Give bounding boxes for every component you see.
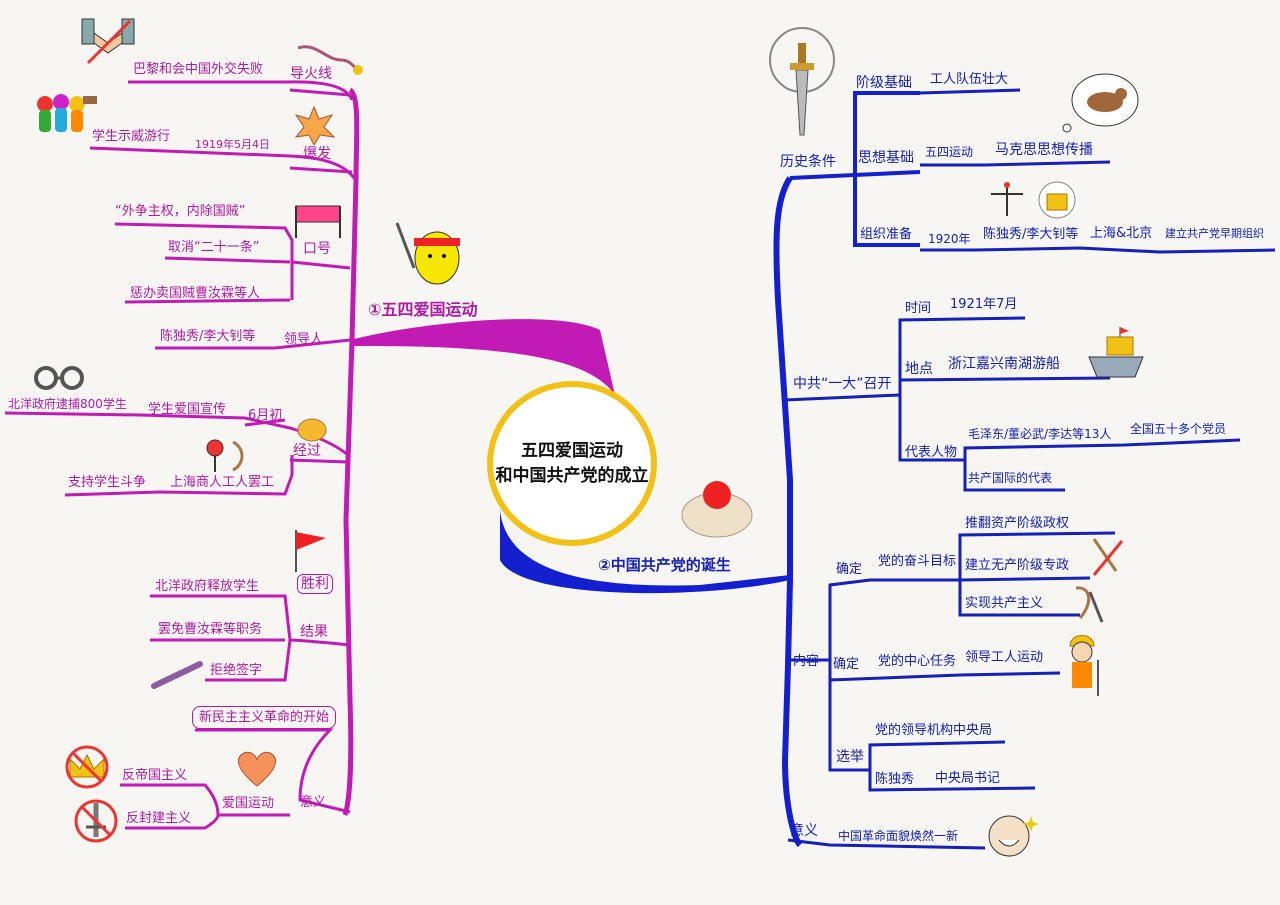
central-topic-line1: 五四爱国运动 xyxy=(521,440,623,461)
org-prep-people: 陈独秀/李大钊等 xyxy=(983,227,1079,242)
no-crown-icon xyxy=(65,745,109,789)
boat-icon xyxy=(1088,327,1144,378)
fuse-label[interactable]: 导火线 xyxy=(290,66,332,82)
process-label[interactable]: 经过 xyxy=(293,443,321,459)
outbreak-event: 学生示威游行 xyxy=(92,129,171,144)
red-flag-icon xyxy=(295,530,326,572)
significance-label[interactable]: 意义 xyxy=(300,795,327,810)
significance-beginning: 新民主主义革命的开始 xyxy=(192,706,337,729)
task-label[interactable]: 确定 xyxy=(833,657,860,672)
thought-basis-value: 马克思思想传播 xyxy=(995,142,1093,158)
congress-time-label[interactable]: 时间 xyxy=(905,301,932,316)
branch-may-fourth[interactable]: ①五四爱国运动 xyxy=(368,300,478,319)
student-character-icon xyxy=(395,222,460,285)
congress-place-value: 浙江嘉兴南湖游船 xyxy=(948,356,1060,372)
process-support: 支持学生斗争 xyxy=(68,475,147,490)
leader-value: 陈独秀/李大钊等 xyxy=(160,329,256,344)
smiley-icon xyxy=(988,815,1039,857)
significance-right-value: 中国革命面貌焕然一新 xyxy=(838,829,959,843)
tools-icon xyxy=(206,439,244,472)
result-label[interactable]: 结果 xyxy=(300,624,328,640)
crowd-icon xyxy=(37,94,97,132)
org-prep-year: 1920年 xyxy=(928,232,971,246)
significance-item-2: 反封建主义 xyxy=(126,811,192,826)
goal-sub: 党的奋斗目标 xyxy=(878,554,957,569)
congress-people-intl: 共产国际的代表 xyxy=(968,471,1053,485)
task-value: 领导工人运动 xyxy=(965,650,1044,665)
banner-icon xyxy=(295,205,341,238)
elect-role: 中央局书记 xyxy=(935,771,1001,786)
outbreak-date: 1919年5月4日 xyxy=(195,138,270,151)
explosion-icon xyxy=(294,105,336,145)
no-sword-icon xyxy=(74,799,118,843)
significance-item-1: 反帝国主义 xyxy=(122,768,188,783)
central-topic-line2: 和中国共产党的成立 xyxy=(495,465,649,486)
fist-icon xyxy=(297,418,327,442)
goal-item-1: 推翻资产阶级政权 xyxy=(965,516,1070,531)
org-prep-value: 建立共产党早期组织 xyxy=(1165,227,1264,240)
process-arrest: 北洋政府逮捕800学生 xyxy=(8,397,127,411)
thought-basis-movement: 五四运动 xyxy=(925,145,974,159)
central-topic[interactable]: 五四爱国运动 和中国共产党的成立 xyxy=(487,381,657,546)
sword-icon xyxy=(769,27,835,136)
thought-basis-label[interactable]: 思想基础 xyxy=(858,150,914,166)
goal-item-3: 实现共产主义 xyxy=(965,596,1044,611)
fuse-icon xyxy=(297,45,363,75)
branch-cpc-birth[interactable]: ②中国共产党的诞生 xyxy=(598,556,731,574)
goal-item-2: 建立无产阶级专政 xyxy=(965,558,1070,573)
elect-organ: 党的领导机构中央局 xyxy=(875,723,993,738)
congress-label[interactable]: 中共“一大”召开 xyxy=(793,376,892,392)
fuse-detail: 巴黎和会中国外交失败 xyxy=(133,62,264,77)
shovel-icon xyxy=(1075,586,1104,623)
org-prep-place: 上海&北京 xyxy=(1090,226,1153,241)
process-workers: 上海商人工人罢工 xyxy=(170,475,275,490)
task-sub: 党的中心任务 xyxy=(878,654,957,669)
slogan-item-2: 取消“二十一条” xyxy=(168,240,260,255)
leader-label[interactable]: 领导人 xyxy=(284,332,324,347)
horse-thought-icon xyxy=(1062,73,1139,133)
history-label[interactable]: 历史条件 xyxy=(780,154,836,170)
org-prep-label[interactable]: 组织准备 xyxy=(860,227,913,242)
content-label[interactable]: 内容 xyxy=(793,654,820,669)
process-students: 学生爱国宣传 xyxy=(148,402,227,417)
elect-person: 陈独秀 xyxy=(875,772,915,787)
scale-icon xyxy=(991,182,1023,216)
result-victory: 胜利 xyxy=(297,574,333,594)
congress-place-label[interactable]: 地点 xyxy=(905,361,933,377)
elect-label[interactable]: 选举 xyxy=(836,749,864,765)
handcuffs-icon xyxy=(34,366,84,390)
hatching-egg-icon xyxy=(681,481,753,538)
congress-people-label[interactable]: 代表人物 xyxy=(905,445,958,460)
slogan-item-1: “外争主权，内除国贼” xyxy=(115,204,246,219)
process-june: 6月初 xyxy=(248,408,283,423)
result-item-1: 北洋政府释放学生 xyxy=(155,579,260,594)
pen-icon xyxy=(151,661,203,689)
outbreak-label[interactable]: 爆发 xyxy=(303,146,331,162)
slogan-item-3: 惩办卖国贼曹汝霖等人 xyxy=(130,286,261,301)
goal-label[interactable]: 确定 xyxy=(836,562,863,577)
significance-patriotic: 爱国运动 xyxy=(222,796,275,811)
congress-people-value: 毛泽东/董必武/李达等13人 xyxy=(968,427,1112,441)
slogan-label[interactable]: 口号 xyxy=(303,241,331,257)
heart-icon xyxy=(237,751,277,787)
class-basis-value: 工人队伍壮大 xyxy=(930,72,1009,87)
no-shovel-icon xyxy=(1092,538,1124,576)
result-item-2: 罢免曹汝霖等职务 xyxy=(158,622,263,637)
worker-icon xyxy=(1069,635,1099,696)
result-item-3: 拒绝签字 xyxy=(210,663,263,678)
congress-time-value: 1921年7月 xyxy=(950,297,1018,312)
gift-icon xyxy=(1038,181,1076,219)
congress-people-count: 全国五十多个党员 xyxy=(1130,422,1227,436)
class-basis-label[interactable]: 阶级基础 xyxy=(856,75,912,91)
handshake-icon xyxy=(81,18,135,65)
significance-right-label[interactable]: 意义 xyxy=(790,823,818,839)
